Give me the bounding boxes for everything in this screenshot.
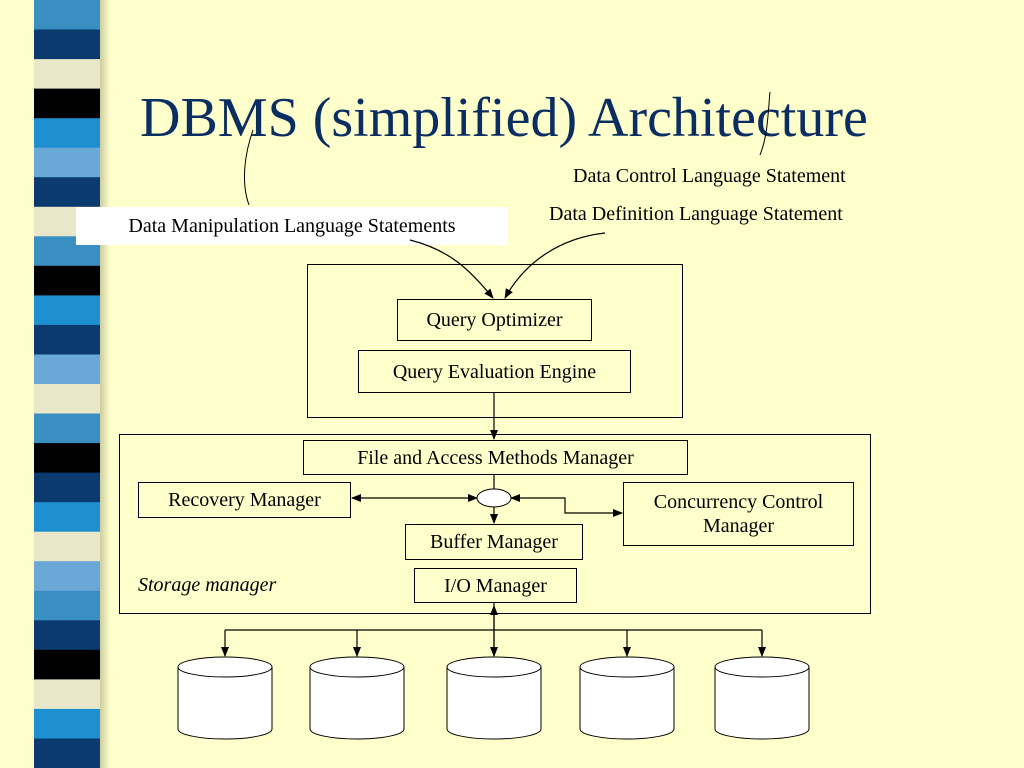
stripe-segment bbox=[34, 59, 100, 90]
recovery-manager-label: Recovery Manager bbox=[168, 489, 321, 511]
stripe-segment bbox=[34, 738, 100, 768]
disk-top bbox=[177, 656, 273, 678]
query-evaluation-engine-box: Query Evaluation Engine bbox=[358, 350, 631, 393]
buffer-manager-box: Buffer Manager bbox=[405, 524, 583, 560]
stripe-segment bbox=[34, 384, 100, 414]
stripe-segment bbox=[34, 88, 100, 119]
dcl-label: Data Control Language Statement bbox=[573, 165, 846, 187]
stripe-segment bbox=[34, 177, 100, 208]
disk-top bbox=[579, 656, 675, 678]
disk-top bbox=[309, 656, 405, 678]
stripe-segment bbox=[34, 295, 100, 326]
disk-body bbox=[579, 667, 675, 740]
concurrency-control-label: Concurrency Control Manager bbox=[653, 491, 824, 537]
disk-body bbox=[446, 667, 542, 740]
stripe-shadow bbox=[100, 0, 110, 768]
ddl-arrow bbox=[504, 232, 606, 299]
query-optimizer-box: Query Optimizer bbox=[397, 299, 592, 341]
ddl-label: Data Definition Language Statement bbox=[549, 203, 843, 225]
stripe-segment bbox=[34, 118, 100, 149]
stripe-segment bbox=[34, 29, 100, 60]
stripe-segment bbox=[34, 147, 100, 178]
disk-top bbox=[714, 656, 810, 678]
dml-label-box: Data Manipulation Language Statements bbox=[76, 207, 508, 245]
file-access-methods-box: File and Access Methods Manager bbox=[303, 440, 688, 475]
file-access-methods-label: File and Access Methods Manager bbox=[357, 446, 634, 469]
stripe-segment bbox=[34, 649, 100, 680]
stripe-segment bbox=[34, 620, 100, 651]
dcl-pointer-line bbox=[759, 91, 771, 156]
stripe-segment bbox=[34, 0, 100, 30]
dml-pointer-line bbox=[243, 129, 254, 206]
query-optimizer-label: Query Optimizer bbox=[426, 309, 563, 331]
stripe-segment bbox=[34, 708, 100, 739]
disk-body bbox=[177, 667, 273, 740]
stripe-segment bbox=[34, 413, 100, 444]
dml-label: Data Manipulation Language Statements bbox=[128, 215, 456, 237]
query-processor-container bbox=[307, 264, 683, 418]
stripe-segment bbox=[34, 354, 100, 385]
hub-oval bbox=[476, 488, 512, 508]
io-manager-box: I/O Manager bbox=[414, 568, 577, 603]
stripe-segment bbox=[34, 324, 100, 355]
hub-concurrency-arrow bbox=[510, 494, 623, 517]
stripe-segment bbox=[34, 561, 100, 592]
stripe-segment bbox=[34, 502, 100, 533]
stripe-segment bbox=[34, 443, 100, 474]
concurrency-control-box: Concurrency Control Manager bbox=[623, 482, 854, 546]
disk-top bbox=[446, 656, 542, 678]
disk-body bbox=[309, 667, 405, 740]
slide-title: DBMS (simplified) Architecture bbox=[140, 87, 868, 149]
disk-body bbox=[714, 667, 810, 740]
query-evaluation-engine-label: Query Evaluation Engine bbox=[392, 360, 597, 383]
stripe-segment bbox=[34, 472, 100, 503]
io-manager-label: I/O Manager bbox=[444, 574, 547, 597]
disk-group bbox=[177, 605, 810, 740]
storage-manager-label: Storage manager bbox=[138, 574, 277, 596]
stripe-segment bbox=[34, 531, 100, 562]
buffer-manager-label: Buffer Manager bbox=[430, 531, 558, 553]
dml-arrow bbox=[409, 239, 494, 299]
decorative-side-stripe bbox=[34, 0, 100, 768]
recovery-manager-box: Recovery Manager bbox=[138, 482, 351, 518]
stripe-segment bbox=[34, 265, 100, 296]
stripe-segment bbox=[34, 679, 100, 710]
stripe-segment bbox=[34, 590, 100, 621]
